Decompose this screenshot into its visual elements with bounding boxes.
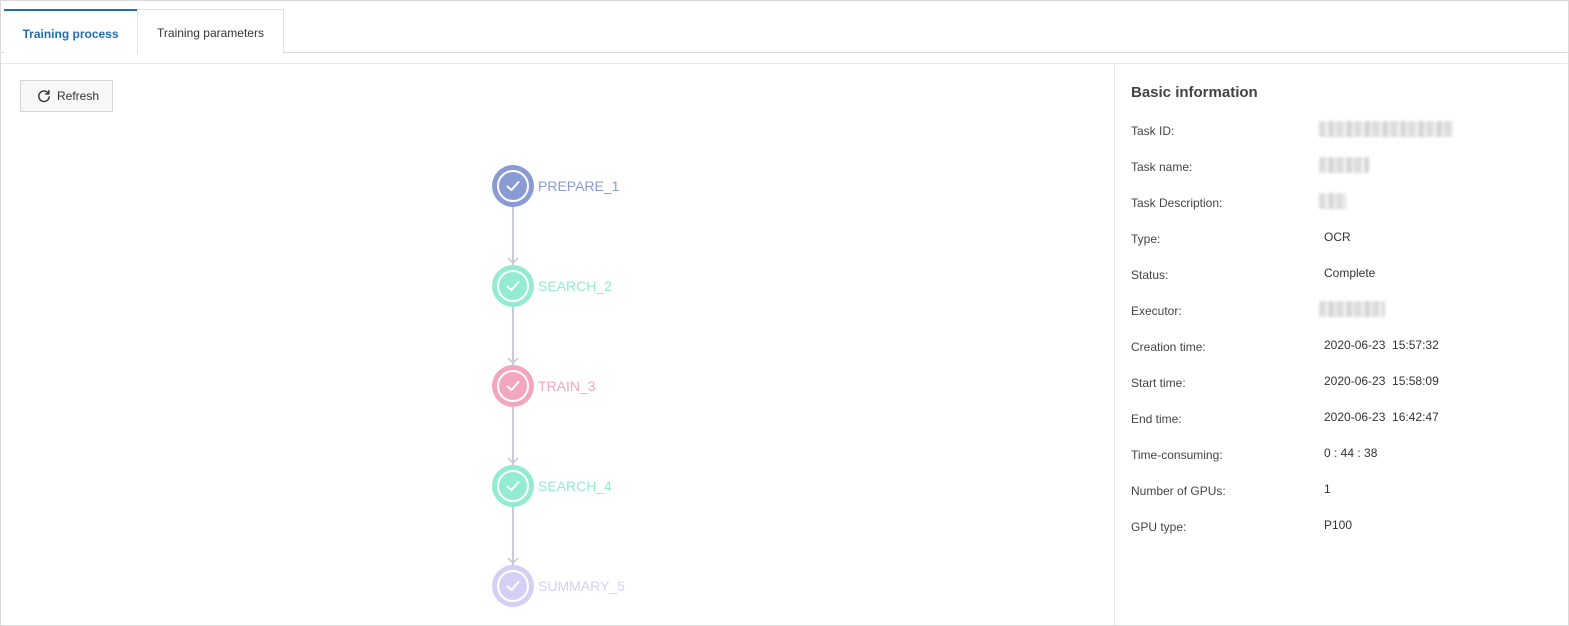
check-icon bbox=[506, 581, 520, 591]
pipeline-node[interactable]: SUMMARY_5 bbox=[492, 565, 625, 607]
info-label: Task ID: bbox=[1131, 124, 1175, 138]
info-label: GPU type: bbox=[1131, 520, 1187, 534]
pipeline-connector bbox=[512, 307, 514, 365]
arrow-down-icon bbox=[507, 557, 519, 565]
info-value: 2020-06-23 15:57:32 bbox=[1324, 338, 1439, 352]
pipeline-connector bbox=[512, 407, 514, 465]
redacted-value bbox=[1319, 193, 1347, 209]
tab-bar: Training process Training parameters bbox=[1, 1, 1567, 54]
node-status-ring bbox=[492, 365, 534, 407]
tab-training-process[interactable]: Training process bbox=[4, 9, 137, 54]
info-label: End time: bbox=[1131, 412, 1182, 426]
node-status-core bbox=[497, 270, 529, 302]
info-value: 2020-06-23 15:58:09 bbox=[1324, 374, 1439, 388]
pipeline-node[interactable]: TRAIN_3 bbox=[492, 365, 596, 407]
info-row: Type: OCR bbox=[1131, 230, 1551, 250]
arrow-down-icon bbox=[507, 257, 519, 265]
info-value: OCR bbox=[1324, 230, 1351, 244]
info-row: Executor: bbox=[1131, 301, 1551, 322]
node-label: SEARCH_2 bbox=[538, 278, 612, 294]
basic-info-title: Basic information bbox=[1131, 84, 1258, 101]
info-row: Start time: 2020-06-23 15:58:09 bbox=[1131, 374, 1551, 394]
pipeline-connector bbox=[512, 507, 514, 565]
node-label: SEARCH_4 bbox=[538, 478, 612, 494]
refresh-button[interactable]: Refresh bbox=[20, 80, 113, 112]
info-label: Status: bbox=[1131, 268, 1169, 282]
info-label: Type: bbox=[1131, 232, 1161, 246]
info-label: Creation time: bbox=[1131, 340, 1206, 354]
info-label: Task name: bbox=[1131, 160, 1193, 174]
info-label: Time-consuming: bbox=[1131, 448, 1223, 462]
basic-info-panel: Basic information Task ID: Task name: Task… bbox=[1115, 64, 1567, 625]
info-row: Task Description: bbox=[1131, 193, 1551, 214]
node-status-ring bbox=[492, 565, 534, 607]
info-value: Complete bbox=[1324, 266, 1376, 280]
info-row: GPU type: P100 bbox=[1131, 518, 1551, 538]
content-divider bbox=[1, 63, 1567, 64]
info-value: 2020-06-23 16:42:47 bbox=[1324, 410, 1439, 424]
node-label: TRAIN_3 bbox=[538, 378, 596, 394]
pipeline-node[interactable]: SEARCH_2 bbox=[492, 265, 612, 307]
info-row: Creation time: 2020-06-23 15:57:32 bbox=[1131, 338, 1551, 358]
node-status-ring bbox=[492, 465, 534, 507]
info-label: Executor: bbox=[1131, 304, 1182, 318]
check-icon bbox=[506, 381, 520, 391]
info-value: P100 bbox=[1324, 518, 1353, 532]
info-value: 0 : 44 : 38 bbox=[1324, 446, 1378, 460]
pipeline-connector bbox=[512, 207, 514, 265]
info-row: Task name: bbox=[1131, 157, 1551, 178]
redacted-value bbox=[1319, 301, 1385, 317]
node-status-core bbox=[497, 570, 529, 602]
refresh-label: Refresh bbox=[57, 89, 100, 103]
node-status-core bbox=[497, 370, 529, 402]
info-label: Start time: bbox=[1131, 376, 1186, 390]
check-icon bbox=[506, 481, 520, 491]
arrow-down-icon bbox=[507, 357, 519, 365]
info-value: 1 bbox=[1324, 482, 1331, 496]
check-icon bbox=[506, 281, 520, 291]
node-label: SUMMARY_5 bbox=[538, 578, 625, 594]
arrow-down-icon bbox=[507, 457, 519, 465]
info-row: Time-consuming: 0 : 44 : 38 bbox=[1131, 446, 1551, 466]
info-label: Number of GPUs: bbox=[1131, 484, 1226, 498]
node-label: PREPARE_1 bbox=[538, 178, 620, 194]
pipeline-node[interactable]: PREPARE_1 bbox=[492, 165, 619, 207]
pipeline-node[interactable]: SEARCH_4 bbox=[492, 465, 612, 507]
tab-training-parameters[interactable]: Training parameters bbox=[137, 9, 284, 54]
info-row: Number of GPUs: 1 bbox=[1131, 482, 1551, 502]
redacted-value bbox=[1319, 157, 1369, 173]
info-row: End time: 2020-06-23 16:42:47 bbox=[1131, 410, 1551, 430]
check-icon bbox=[506, 181, 520, 191]
node-status-ring bbox=[492, 165, 534, 207]
info-label: Task Description: bbox=[1131, 196, 1223, 210]
info-row: Status: Complete bbox=[1131, 266, 1551, 286]
refresh-icon bbox=[38, 89, 50, 103]
panel-divider bbox=[1114, 64, 1115, 625]
node-status-core bbox=[497, 470, 529, 502]
node-status-core bbox=[497, 170, 529, 202]
node-status-ring bbox=[492, 265, 534, 307]
redacted-value bbox=[1319, 121, 1453, 137]
info-row: Task ID: bbox=[1131, 121, 1551, 142]
